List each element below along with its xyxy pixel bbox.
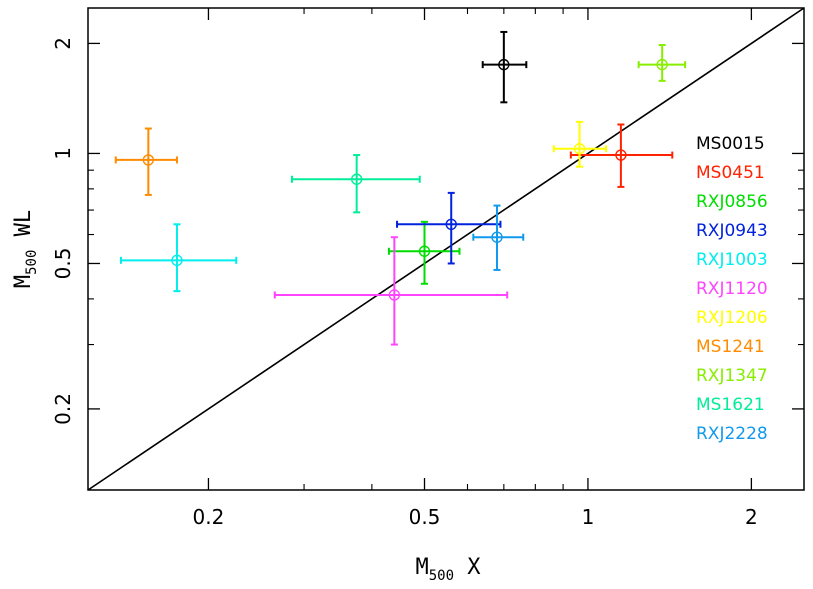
- y-axis-label: M500 WL: [11, 210, 40, 288]
- legend-entry-rxj1206: RXJ1206: [696, 308, 768, 328]
- legend-entry-ms1241: MS1241: [696, 337, 765, 357]
- x-tick-label: 1: [582, 505, 595, 529]
- point-marker: [498, 58, 510, 71]
- legend: MS0015MS0451RXJ0856RXJ0943RXJ1003RXJ1120…: [696, 134, 768, 444]
- data-point-ms0451: [569, 123, 674, 188]
- legend-entry-ms1621: MS1621: [696, 395, 765, 415]
- data-point-rxj0856: [387, 220, 461, 285]
- point-marker: [615, 149, 627, 161]
- data-point-ms1241: [114, 127, 178, 196]
- axis-ticks: 0.2 0.5 1 2 0.2 0.5 1 2: [51, 8, 804, 529]
- data-points: [114, 30, 687, 346]
- x-axis-label: M500 X: [415, 555, 481, 584]
- data-point-ms0015: [481, 30, 528, 104]
- point-marker: [418, 245, 431, 257]
- legend-entry-rxj1347: RXJ1347: [696, 366, 768, 386]
- legend-entry-ms0451: MS0451: [696, 163, 765, 183]
- point-marker: [656, 58, 668, 71]
- point-marker: [142, 154, 155, 166]
- reference-line-layer: [87, 7, 805, 491]
- point-marker: [388, 289, 401, 301]
- legend-entry-rxj2228: RXJ2228: [696, 424, 768, 444]
- legend-entry-rxj1003: RXJ1003: [696, 250, 768, 270]
- x-tick-label: 2: [745, 505, 758, 529]
- y-tick-label: 0.5: [51, 248, 75, 280]
- y-tick-label: 0.2: [51, 393, 75, 425]
- data-point-rxj1120: [273, 236, 509, 346]
- point-marker: [171, 254, 183, 267]
- point-marker: [350, 173, 363, 185]
- point-marker: [491, 231, 503, 243]
- legend-entry-rxj0856: RXJ0856: [696, 192, 768, 212]
- data-point-rxj0943: [396, 191, 502, 265]
- y-tick-label: 2: [51, 37, 75, 50]
- x-tick-label: 0.2: [193, 505, 225, 529]
- data-point-ms1621: [290, 154, 421, 214]
- data-point-rxj1347: [637, 44, 687, 82]
- legend-entry-rxj1120: RXJ1120: [696, 279, 768, 299]
- point-marker: [445, 218, 457, 230]
- plot-frame: [87, 7, 805, 491]
- legend-entry-rxj0943: RXJ0943: [696, 221, 768, 241]
- legend-entry-ms0015: MS0015: [696, 134, 765, 154]
- data-point-rxj1003: [119, 223, 238, 293]
- x-tick-label: 0.5: [409, 505, 441, 529]
- data-point-rxj2228: [472, 204, 525, 271]
- reference-line-identity: [87, 7, 805, 491]
- y-tick-label: 1: [51, 147, 75, 160]
- point-marker: [573, 143, 586, 155]
- data-point-rxj1206: [552, 120, 608, 168]
